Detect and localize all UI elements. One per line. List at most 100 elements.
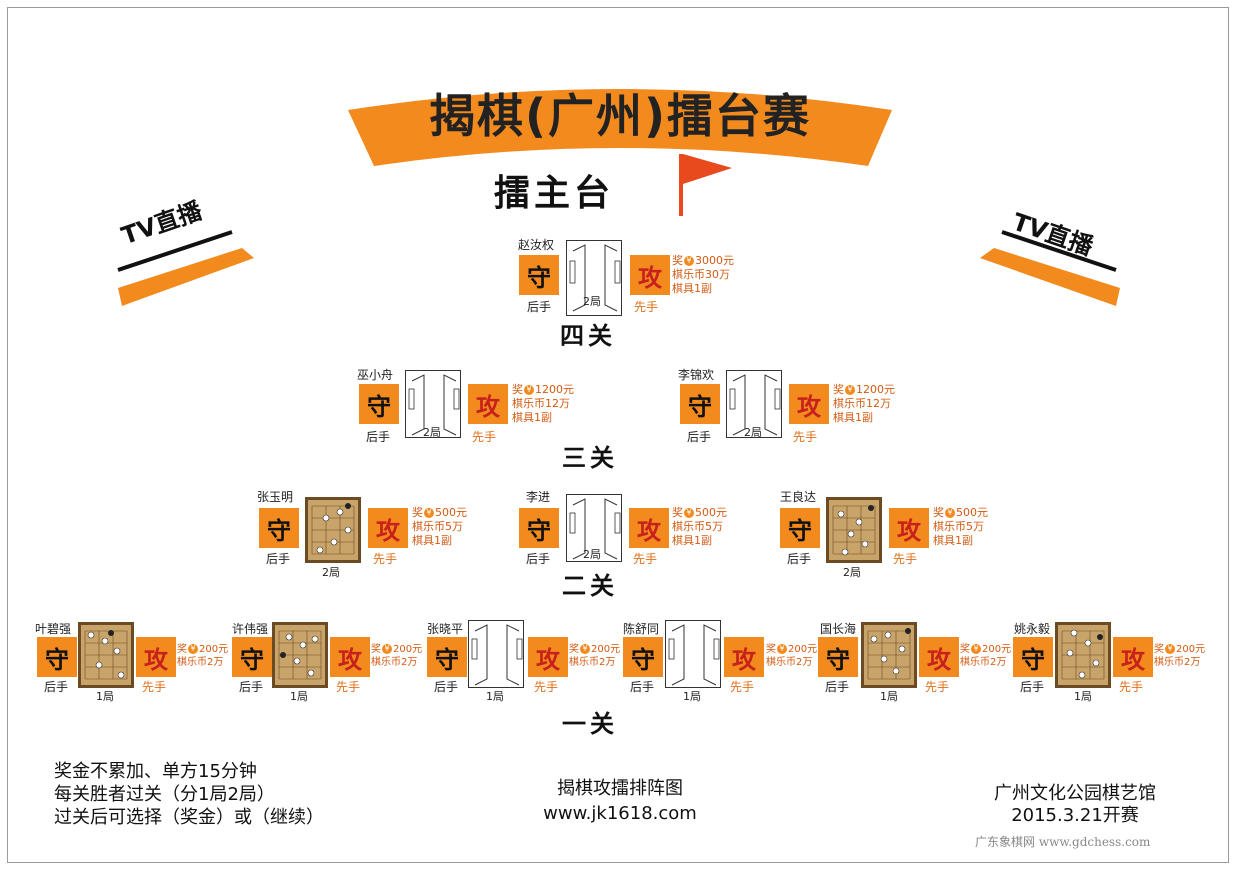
center-footer: 揭棋攻擂排阵图 www.jk1618.com: [520, 776, 720, 826]
prize-cash: 200元: [1176, 644, 1206, 655]
prize-cash: 1200元: [535, 383, 574, 396]
player-name: 叶碧强: [35, 622, 72, 636]
board-closed: [468, 620, 524, 688]
level-three-label: 三关: [562, 443, 618, 472]
defender-box: 守: [37, 637, 77, 677]
rules-text: 奖金不累加、单方15分钟 每关胜者过关（分1局2局） 过关后可选择（奖金）或（继…: [54, 760, 324, 829]
player-name: 国长海: [820, 622, 857, 636]
prize-cash: 3000元: [695, 254, 734, 267]
attacker-box: 攻: [630, 255, 670, 295]
first-move-label: 先手: [472, 430, 497, 444]
board-open: [272, 622, 328, 688]
games-count: 2局: [423, 426, 441, 439]
prize-label: 奖: [960, 644, 970, 655]
first-move-label: 先手: [893, 552, 918, 566]
player-name: 张晓平: [427, 622, 464, 636]
coin-icon: ¥: [1165, 644, 1175, 654]
second-move-label: 后手: [1020, 680, 1045, 694]
website-link[interactable]: www.jk1618.com: [543, 803, 697, 824]
attacker-box: 攻: [724, 637, 764, 677]
rule-line: 每关胜者过关（分1局2局）: [54, 784, 275, 805]
games-count: 2局: [322, 566, 340, 579]
defender-box: 守: [232, 637, 272, 677]
board-open: [826, 497, 882, 563]
attacker-box: 攻: [789, 384, 829, 424]
board-closed: [566, 494, 622, 562]
prize-set: 棋具1副: [672, 534, 712, 547]
prize-set: 棋具1副: [512, 411, 552, 424]
tv-banner-right: [980, 230, 1120, 306]
defender-box: 守: [780, 508, 820, 548]
second-move-label: 后手: [366, 430, 391, 444]
prize-label: 奖: [672, 254, 683, 267]
prize-coins: 棋乐币2万: [177, 657, 224, 668]
board-open: [861, 622, 917, 688]
footer-title: 揭棋攻擂排阵图: [557, 778, 683, 799]
flag-icon: [679, 154, 732, 216]
prize-list: 奖¥200元 棋乐币2万: [960, 643, 1011, 669]
coin-icon: ¥: [777, 644, 787, 654]
games-count: 2局: [583, 295, 601, 308]
defender-box: 守: [259, 508, 299, 548]
prize-list: 奖¥1200元 棋乐币12万 棋具1副: [833, 383, 895, 425]
board-closed: [665, 620, 721, 688]
games-count: 1局: [96, 690, 114, 703]
coin-icon: ¥: [382, 644, 392, 654]
prize-list: 奖¥3000元 棋乐币30万 棋具1副: [672, 254, 734, 296]
coin-icon: ¥: [524, 385, 534, 395]
prize-cash: 500元: [956, 506, 988, 519]
prize-list: 奖¥200元 棋乐币2万: [766, 643, 817, 669]
player-name: 姚永毅: [1014, 622, 1051, 636]
prize-cash: 500元: [435, 506, 467, 519]
page-title: 揭棋(广州)擂台赛: [428, 89, 812, 143]
games-count: 2局: [583, 548, 601, 561]
level-four-label: 四关: [560, 321, 616, 350]
attacker-box: 攻: [1113, 637, 1153, 677]
prize-coins: 棋乐币5万: [933, 520, 984, 533]
prize-coins: 棋乐币2万: [371, 657, 418, 668]
prize-label: 奖: [512, 383, 523, 396]
prize-label: 奖: [672, 506, 683, 519]
level-two-label: 二关: [562, 571, 618, 600]
prize-list: 奖¥1200元 棋乐币12万 棋具1副: [512, 383, 574, 425]
prize-cash: 200元: [591, 644, 621, 655]
coin-icon: ¥: [684, 256, 694, 266]
coin-icon: ¥: [684, 508, 694, 518]
second-move-label: 后手: [526, 552, 551, 566]
first-move-label: 先手: [793, 430, 818, 444]
prize-cash: 500元: [695, 506, 727, 519]
coin-icon: ¥: [971, 644, 981, 654]
first-move-label: 先手: [633, 552, 658, 566]
prize-coins: 棋乐币2万: [960, 657, 1007, 668]
second-move-label: 后手: [630, 680, 655, 694]
attacker-box: 攻: [136, 637, 176, 677]
player-name: 赵汝权: [518, 238, 555, 252]
games-count: 1局: [290, 690, 308, 703]
second-move-label: 后手: [527, 300, 552, 314]
prize-coins: 棋乐币5万: [672, 520, 723, 533]
prize-label: 奖: [1154, 644, 1164, 655]
prize-cash: 200元: [199, 644, 229, 655]
prize-label: 奖: [412, 506, 423, 519]
first-move-label: 先手: [1119, 680, 1144, 694]
page-frame: [7, 7, 1229, 863]
games-count: 2局: [843, 566, 861, 579]
defender-box: 守: [427, 637, 467, 677]
first-move-label: 先手: [925, 680, 950, 694]
games-count: 2局: [744, 426, 762, 439]
player-name: 李进: [526, 490, 551, 504]
player-name: 巫小舟: [357, 368, 394, 382]
defender-box: 守: [359, 384, 399, 424]
attacker-box: 攻: [368, 508, 408, 548]
prize-coins: 棋乐币2万: [569, 657, 616, 668]
rule-line: 过关后可选择（奖金）或（继续）: [54, 807, 324, 828]
attacker-box: 攻: [330, 637, 370, 677]
attacker-box: 攻: [629, 508, 669, 548]
prize-list: 奖¥200元 棋乐币2万: [371, 643, 422, 669]
games-count: 1局: [880, 690, 898, 703]
start-date: 2015.3.21开赛: [1011, 805, 1139, 826]
second-move-label: 后手: [44, 680, 69, 694]
prize-coins: 棋乐币12万: [512, 397, 570, 410]
attacker-box: 攻: [528, 637, 568, 677]
prize-list: 奖¥500元 棋乐币5万 棋具1副: [412, 506, 467, 548]
